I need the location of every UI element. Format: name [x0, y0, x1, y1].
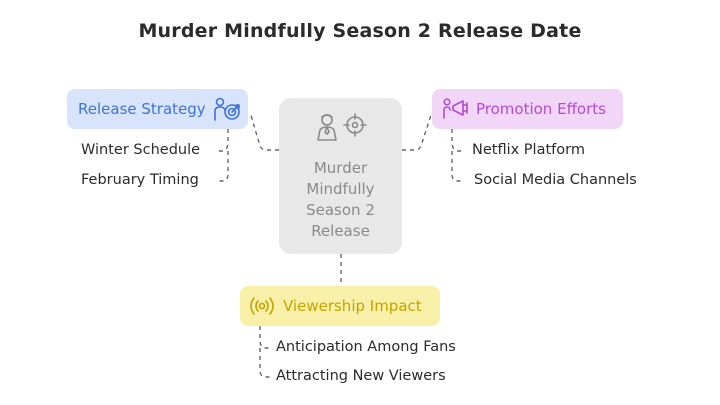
central-node: Murder Mindfully Season 2 Release	[279, 98, 402, 254]
person-icon	[316, 114, 337, 141]
release-strategy-label: Release Strategy	[78, 100, 206, 118]
strategy-target-icon	[213, 97, 240, 121]
diagram-title: Murder Mindfully Season 2 Release Date	[138, 20, 582, 42]
viewership-impact-label: Viewership Impact	[283, 297, 422, 315]
viewership-item-anticipation: Anticipation Among Fans	[276, 339, 456, 355]
broadcast-icon	[250, 297, 274, 315]
megaphone-icon	[443, 98, 468, 119]
release-item-winter-schedule: Winter Schedule	[81, 142, 201, 158]
crosshair-icon	[342, 113, 367, 137]
release-strategy-node: Release Strategy	[67, 89, 248, 129]
viewership-impact-node: Viewership Impact	[240, 286, 440, 326]
center-icons	[314, 112, 368, 142]
viewership-item-new-viewers: Attracting New Viewers	[276, 368, 446, 384]
release-item-february-timing: February Timing	[81, 172, 199, 188]
promotion-item-social-media-channels: Social Media Channels	[474, 172, 637, 188]
central-node-label: Murder Mindfully Season 2 Release	[306, 159, 375, 240]
promotion-efforts-label: Promotion Efforts	[476, 100, 606, 118]
promotion-efforts-node: Promotion Efforts	[432, 89, 623, 129]
promotion-item-netflix-platform: Netflix Platform	[472, 142, 585, 158]
